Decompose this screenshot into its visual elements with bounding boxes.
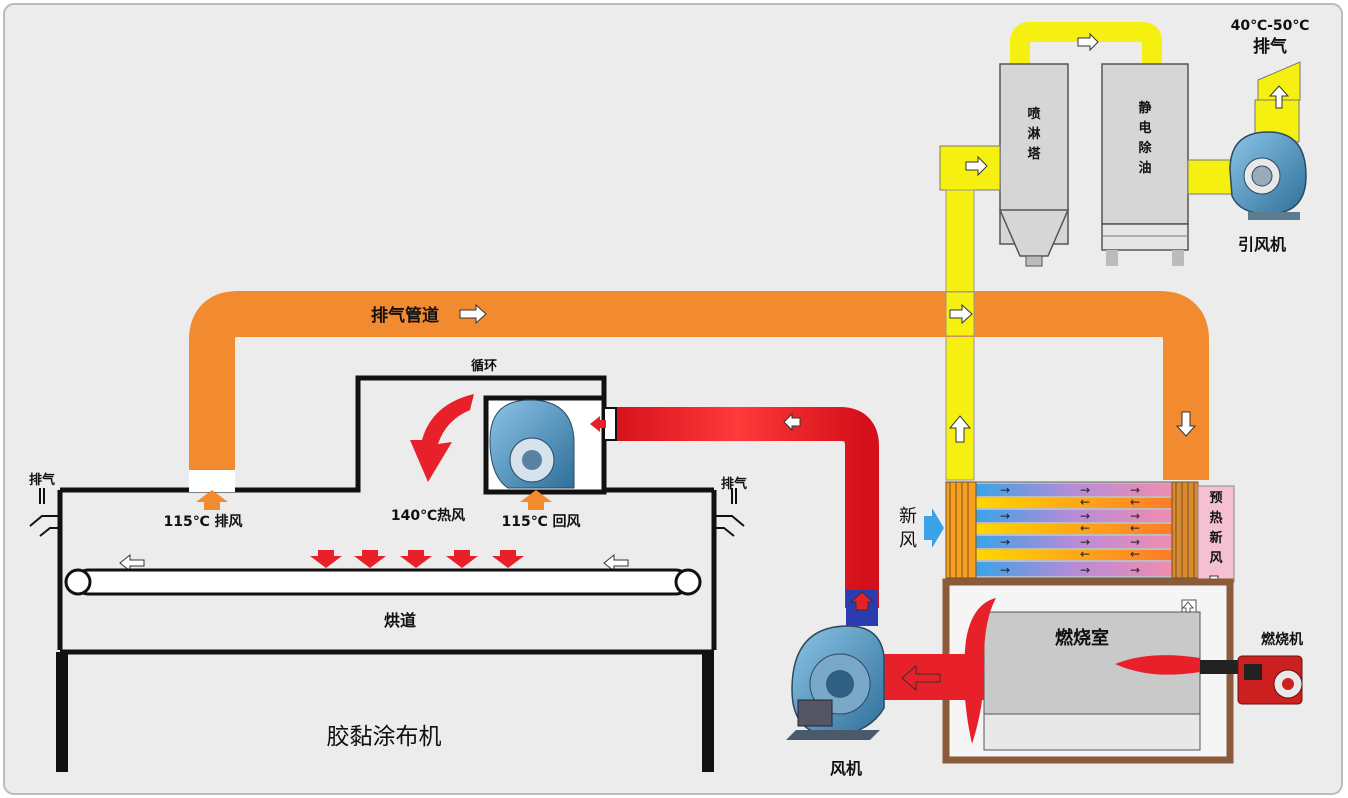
hot-air-down-arrows <box>310 550 524 568</box>
electrostatic-label-2: 电 <box>1138 120 1151 136</box>
fresh-air-arrow <box>924 508 944 548</box>
exhaust-up-arrow <box>1268 85 1290 109</box>
induced-fan-label: 引风机 <box>1238 235 1286 254</box>
electrostatic-label-3: 除 <box>1138 140 1152 156</box>
combustion-label: 燃烧室 <box>1055 627 1109 649</box>
induced-fan-body <box>1229 61 1307 220</box>
yellow-top-duct <box>1010 22 1162 64</box>
circulation-inlet-arrow <box>590 416 606 432</box>
svg-text:←: ← <box>1080 547 1090 561</box>
orange-exhaust-duct <box>189 291 1209 480</box>
exhaust-115-arrow <box>196 490 228 510</box>
dryer-housing <box>56 375 717 772</box>
conveyor-arrow-left <box>119 553 145 573</box>
conveyor-arrow-right <box>603 553 629 573</box>
preheat-label-1: 预 <box>1209 491 1222 506</box>
spray-tower <box>998 63 1070 267</box>
fresh-air-label-1: 新 <box>899 506 917 527</box>
svg-text:→: → <box>1080 483 1090 497</box>
svg-text:←: ← <box>1130 521 1140 535</box>
exhaust-duct-arrow-down <box>1175 411 1197 437</box>
drying-tunnel-label: 烘道 <box>384 611 416 630</box>
electrostatic-unit <box>1101 63 1189 266</box>
svg-text:→: → <box>1130 535 1140 549</box>
top-duct-arrow <box>1077 32 1099 52</box>
exhaust-top-label: 排气 <box>1253 36 1287 57</box>
yellow-up-arrow <box>948 415 972 443</box>
burner-connector <box>1200 660 1242 674</box>
svg-text:←: ← <box>1080 521 1090 535</box>
svg-text:←: ← <box>1080 495 1090 509</box>
exhaust-outlet-neck <box>189 470 235 492</box>
spray-tower-label-1: 喷 <box>1027 106 1040 122</box>
burner-flame <box>1115 655 1200 675</box>
duct-to-tower-arrow <box>965 155 988 177</box>
preheat-label-2: 热 <box>1209 510 1222 526</box>
electrostatic-label-4: 油 <box>1138 160 1151 176</box>
exhaust-duct-label: 排气管道 <box>371 305 439 326</box>
svg-text:→: → <box>1000 563 1010 577</box>
svg-text:→: → <box>1000 535 1010 549</box>
hot-air-140-label: 140℃热风 <box>391 507 465 524</box>
right-exhaust-vent <box>714 488 745 537</box>
burner-body <box>1237 655 1303 705</box>
left-exhaust-label: 排气 <box>29 472 55 488</box>
circulation-label: 循环 <box>471 358 497 374</box>
spray-tower-label-2: 淋 <box>1027 126 1040 142</box>
svg-text:→: → <box>1000 483 1010 497</box>
exhaust-temp-label: 40℃-50℃ <box>1231 18 1310 34</box>
electrostatic-label-1: 静 <box>1138 100 1151 116</box>
svg-text:→: → <box>1000 509 1010 523</box>
fresh-air-label-2: 风 <box>899 530 917 551</box>
conveyor-belt <box>64 568 702 596</box>
preheat-label-3: 新 <box>1209 530 1222 546</box>
machine-label: 胶黏涂布机 <box>327 724 442 750</box>
heat-exchanger: → → → ← ← → → → ← ← → → → ← ← → → → <box>945 481 1199 579</box>
svg-text:→: → <box>1080 563 1090 577</box>
exhaust-115-label: 115℃ 排风 <box>163 513 242 530</box>
hot-air-curve-arrow <box>410 394 474 482</box>
exhaust-duct-arrow-1 <box>459 303 487 325</box>
main-fan-body <box>786 625 885 740</box>
fan-label: 风机 <box>830 759 862 778</box>
circulation-fan <box>489 399 575 489</box>
exhaust-duct-arrow-2 <box>949 303 973 325</box>
preheat-column <box>1197 485 1235 583</box>
right-exhaust-label: 排气 <box>721 476 747 492</box>
svg-text:←: ← <box>1130 495 1140 509</box>
fan-up-arrow <box>849 591 875 611</box>
chamber-up-arrow <box>1182 601 1194 613</box>
burner-label: 燃烧机 <box>1261 631 1303 648</box>
svg-text:→: → <box>1080 535 1090 549</box>
svg-text:→: → <box>1130 483 1140 497</box>
red-duct-arrow-top <box>783 412 801 432</box>
red-hot-air-duct <box>612 407 879 608</box>
preheat-label-4: 风 <box>1209 551 1222 566</box>
spray-tower-label-3: 塔 <box>1027 146 1041 162</box>
svg-text:→: → <box>1080 509 1090 523</box>
svg-text:→: → <box>1130 509 1140 523</box>
return-115-label: 115℃ 回风 <box>501 514 580 530</box>
svg-text:→: → <box>1130 563 1140 577</box>
red-duct-arrow-left <box>901 664 941 692</box>
return-115-arrow <box>520 490 552 510</box>
svg-text:←: ← <box>1130 547 1140 561</box>
left-exhaust-vent <box>29 488 60 537</box>
